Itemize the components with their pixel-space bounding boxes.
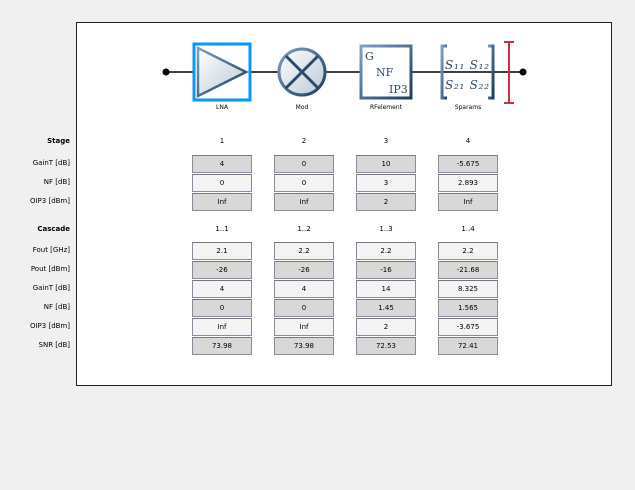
cascade-column-header: 1..4: [461, 225, 475, 233]
stage-value-cell[interactable]: 3: [356, 174, 416, 192]
output-marker[interactable]: [504, 41, 514, 104]
svg-text:IP3: IP3: [389, 83, 408, 96]
cascade-value-cell[interactable]: 72.53: [356, 337, 416, 355]
stage-header-label: Stage: [47, 137, 70, 145]
cascade-value-cell[interactable]: Inf: [192, 318, 252, 336]
stage-value-cell[interactable]: -5.675: [438, 155, 498, 173]
stage-column-header: 4: [465, 137, 471, 145]
cascade-value-cell[interactable]: 2.1: [192, 242, 252, 260]
cascade-value-cell[interactable]: 14: [356, 280, 416, 298]
block-label: Mod: [295, 104, 309, 111]
cascade-value-cell[interactable]: 1.565: [438, 299, 498, 317]
stage-column-header: 3: [383, 137, 389, 145]
svg-text:S₂₁ S₂₂: S₂₁ S₂₂: [445, 78, 489, 92]
cascade-value-cell[interactable]: 4: [274, 280, 334, 298]
analyzer-panel: [76, 22, 612, 386]
cascade-value-cell[interactable]: 73.98: [192, 337, 252, 355]
cascade-row-label: SNR [dB]: [38, 341, 70, 349]
stage-value-cell[interactable]: Inf: [274, 193, 334, 211]
cascade-value-cell[interactable]: -3.675: [438, 318, 498, 336]
svg-text:S₁₁ S₁₂: S₁₁ S₁₂: [445, 58, 489, 72]
stage-value-cell[interactable]: 10: [356, 155, 416, 173]
stage-column-header: 1: [219, 137, 225, 145]
cascade-value-cell[interactable]: 2.2: [274, 242, 334, 260]
stage-value-cell[interactable]: 2.893: [438, 174, 498, 192]
cascade-value-cell[interactable]: 0: [192, 299, 252, 317]
cascade-column-header: 1..2: [297, 225, 311, 233]
cascade-column-header: 1..1: [215, 225, 229, 233]
rf-chain-diagram: G NF IP3 S₁₁ S₁₂ S₂₁ S₂₂: [162, 41, 527, 104]
cascade-value-cell[interactable]: -26: [274, 261, 334, 279]
cascade-value-cell[interactable]: -26: [192, 261, 252, 279]
block-label: Sparams: [454, 104, 482, 111]
sparams-block[interactable]: S₁₁ S₁₂ S₂₁ S₂₂: [440, 44, 495, 100]
cascade-value-cell[interactable]: 2.2: [438, 242, 498, 260]
cascade-value-cell[interactable]: 2: [356, 318, 416, 336]
input-port-icon: [162, 68, 170, 76]
cascade-row-label: GainT [dB]: [32, 284, 70, 292]
cascade-value-cell[interactable]: 8.325: [438, 280, 498, 298]
cascade-row-label: OIP3 [dBm]: [29, 322, 70, 330]
cascade-column-header: 1..3: [379, 225, 393, 233]
stage-value-cell[interactable]: Inf: [438, 193, 498, 211]
stage-value-cell[interactable]: 2: [356, 193, 416, 211]
stage-row-label: OIP3 [dBm]: [29, 197, 70, 205]
cascade-value-cell[interactable]: 72.41: [438, 337, 498, 355]
cascade-value-cell[interactable]: 0: [274, 299, 334, 317]
cascade-value-cell[interactable]: 73.98: [274, 337, 334, 355]
stage-value-cell[interactable]: 0: [192, 174, 252, 192]
stage-column-header: 2: [301, 137, 307, 145]
cascade-row-label: Pout [dBm]: [30, 265, 70, 273]
cascade-value-cell[interactable]: 4: [192, 280, 252, 298]
stage-row-label: NF [dB]: [43, 178, 70, 186]
stage-row-label: GainT [dB]: [32, 159, 70, 167]
rfelement-block[interactable]: G NF IP3: [359, 44, 413, 100]
block-label: LNA: [216, 104, 228, 111]
svg-text:G: G: [365, 50, 374, 63]
lna-block[interactable]: [192, 42, 252, 102]
cascade-row-label: Fout [GHz]: [32, 246, 70, 254]
block-label: RFelement: [369, 104, 403, 111]
svg-text:NF: NF: [376, 66, 394, 79]
stage-value-cell[interactable]: Inf: [192, 193, 252, 211]
cascade-value-cell[interactable]: Inf: [274, 318, 334, 336]
cascade-value-cell[interactable]: 2.2: [356, 242, 416, 260]
stage-value-cell[interactable]: 4: [192, 155, 252, 173]
output-port-icon: [519, 68, 527, 76]
cascade-row-label: NF [dB]: [43, 303, 70, 311]
cascade-value-cell[interactable]: 1.45: [356, 299, 416, 317]
cascade-value-cell[interactable]: -16: [356, 261, 416, 279]
stage-value-cell[interactable]: 0: [274, 155, 334, 173]
modulator-block[interactable]: [277, 47, 327, 97]
stage-value-cell[interactable]: 0: [274, 174, 334, 192]
amplifier-icon: [196, 45, 249, 99]
cascade-value-cell[interactable]: -21.68: [438, 261, 498, 279]
cascade-header-label: Cascade: [37, 225, 70, 233]
